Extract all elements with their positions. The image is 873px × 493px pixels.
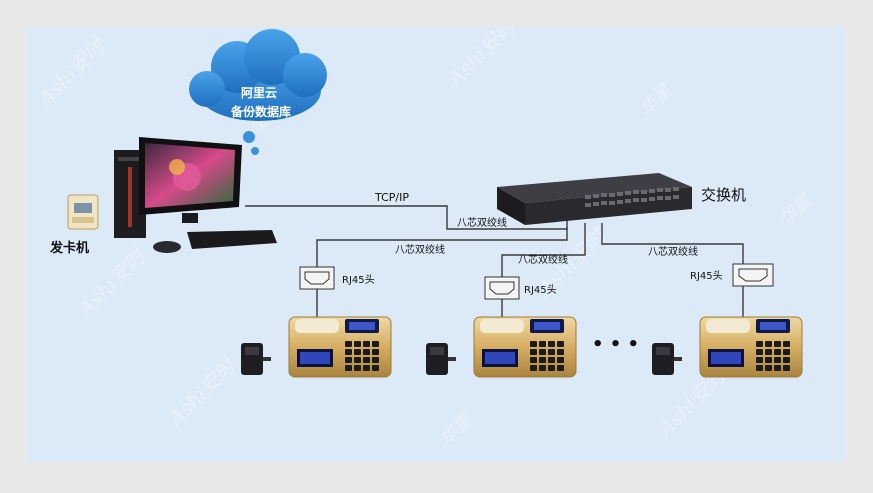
- scanner-device: [426, 343, 456, 375]
- more-terminals-ellipsis: • • •: [592, 334, 639, 355]
- cloud-label-2: 备份数据库: [230, 104, 291, 119]
- network-diagram: Ashi安时华星Ashi安时华星Ashi安时华星Ashi安时华星Ashi安时华星…: [27, 27, 847, 462]
- pc-workstation: [114, 137, 277, 253]
- rj45-right-label: RJ45头: [690, 270, 723, 282]
- watermark-text: 华星: [776, 190, 817, 231]
- line-switch-to-mid: [501, 223, 586, 277]
- cable-label-right: 八芯双绞线: [648, 245, 698, 258]
- rj45-left: [299, 266, 335, 290]
- cable-label-mid: 八芯双绞线: [518, 253, 568, 266]
- consumption-terminal: [241, 316, 392, 378]
- watermark-layer: Ashi安时华星Ashi安时华星Ashi安时华星Ashi安时华星Ashi安时华星…: [32, 27, 817, 451]
- keypad: [756, 341, 790, 371]
- line-switch-to-left: [316, 227, 568, 267]
- line-switch-to-right: [601, 223, 744, 264]
- watermark-text: Ashi安时: [32, 32, 112, 112]
- pc-stand: [182, 213, 198, 223]
- scanner-device: [652, 343, 682, 375]
- terminal-body: [473, 316, 577, 378]
- keypad: [345, 341, 379, 371]
- rj45-left-label: RJ45头: [342, 274, 375, 286]
- cloud-backup-db: 阿里云 备份数据库: [189, 29, 327, 155]
- terminal-body: [699, 316, 803, 378]
- card-issuer-label: 发卡机: [49, 240, 89, 256]
- cable-label-left: 八芯双绞线: [395, 243, 445, 256]
- rj45-mid-label: RJ45头: [524, 284, 557, 296]
- terminal-body: [288, 316, 392, 378]
- watermark-text: 华星: [436, 410, 477, 451]
- watermark-text: Ashi安时: [442, 27, 522, 92]
- pc-keyboard: [187, 230, 277, 249]
- line-pc-to-switch: [245, 205, 568, 230]
- consumption-terminal: [426, 316, 577, 378]
- switch-label: 交换机: [701, 186, 746, 204]
- rj45-mid: [484, 276, 520, 300]
- tcpip-label: TCP/IP: [374, 191, 409, 204]
- rj45-right: [732, 263, 774, 287]
- scanner-device: [241, 343, 271, 375]
- connection-lines: [245, 205, 744, 319]
- card-issuer-device: [67, 194, 99, 230]
- terminal-group: [241, 316, 803, 378]
- consumption-terminal: [652, 316, 803, 378]
- diagram-canvas: Ashi安时华星Ashi安时华星Ashi安时华星Ashi安时华星Ashi安时华星…: [32, 27, 817, 451]
- keypad: [530, 341, 564, 371]
- network-switch: [497, 173, 692, 225]
- watermark-text: 华星: [636, 80, 677, 121]
- watermark-text: Ashi安时: [162, 352, 242, 432]
- cable-label-main: 八芯双绞线: [457, 216, 507, 229]
- pc-mouse: [153, 241, 181, 253]
- cloud-label-1: 阿里云: [241, 85, 277, 100]
